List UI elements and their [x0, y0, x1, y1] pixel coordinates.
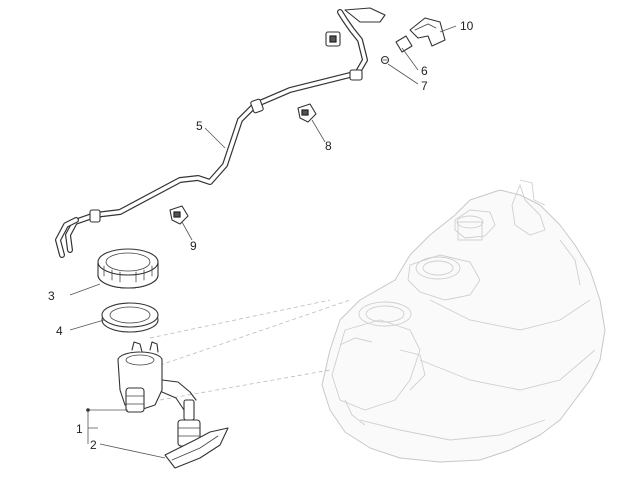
assembly-guide-lines [139, 299, 351, 401]
callout-9: 9 [190, 239, 197, 253]
callout-7: 7 [421, 79, 428, 93]
fuel-pump-part-1 [117, 341, 201, 447]
gasket-part-4 [101, 302, 159, 333]
callout-3: 3 [48, 289, 55, 303]
callout-10: 10 [460, 19, 474, 33]
connector-part-9 [169, 205, 189, 225]
callout-4: 4 [56, 324, 63, 338]
fuel-hose-part-5 [55, 7, 386, 258]
callout-5: 5 [196, 119, 203, 133]
leader-lines [69, 25, 457, 459]
fuel-tank-ghost [321, 179, 606, 463]
callout-8: 8 [325, 139, 332, 153]
callout-1: 1 [76, 422, 83, 436]
bracket-part-10 [409, 17, 446, 47]
screw-part-7 [380, 55, 390, 65]
callout-labels: 1 2 3 4 5 6 7 8 9 10 [48, 19, 474, 452]
clip-part-6 [395, 35, 413, 53]
ring-nut-part-3 [97, 248, 159, 289]
pump-filter-part-2 [164, 427, 229, 469]
callout-2: 2 [90, 438, 97, 452]
callout-6: 6 [421, 64, 428, 78]
connector-part-8 [297, 103, 317, 123]
